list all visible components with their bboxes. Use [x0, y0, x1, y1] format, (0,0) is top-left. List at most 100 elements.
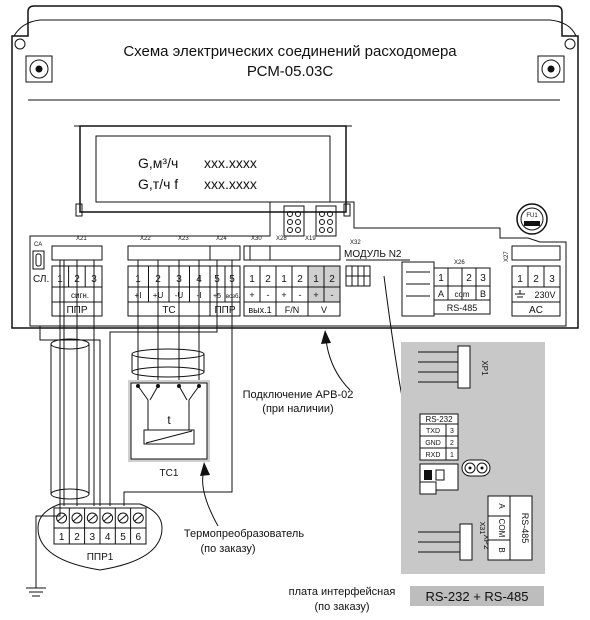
xp2-connector[interactable]: ХР2: [418, 523, 491, 561]
connector-x26[interactable]: Х26 1 2 3 A com B RS-485: [401, 260, 491, 317]
connector-x30[interactable]: Х30: [249, 236, 271, 261]
mount-hole-left: [14, 38, 26, 50]
x21-sub-label: сигн.: [71, 291, 89, 300]
x23-label: Х23: [178, 236, 189, 242]
module-n2-label: МОДУЛЬ N2: [344, 249, 402, 260]
board-rs485-title: RS-485: [520, 513, 530, 544]
fu1-label: FU1: [526, 213, 538, 219]
out-name-2: F/N: [285, 305, 300, 315]
ac-pin-1: 1: [517, 274, 523, 285]
out-pin-1: 1: [249, 274, 255, 285]
ppr1-terminal-block[interactable]: 1 2 3 4 5 6 ППР1: [37, 503, 163, 571]
interface-board[interactable]: ХР1 RS-232 TXD GND RXD 3 2 1: [401, 342, 545, 574]
ppr1-pin-5: 5: [120, 532, 126, 543]
xp1-label: ХР1: [480, 360, 489, 376]
display-row2-label: G,т/ч f: [138, 176, 178, 192]
x24-sign-2: возб.: [226, 294, 241, 300]
ppr-cable: [39, 260, 233, 506]
arv-label: Подключение АРВ-02: [243, 389, 354, 401]
main-board-outline: [29, 201, 567, 327]
x19-label: Х19: [305, 236, 316, 242]
out-pin-6: 2: [329, 274, 335, 285]
ppr1-pin-6: 6: [136, 532, 142, 543]
out-name-1: вых.1: [248, 305, 271, 315]
thermo-note: (по заказу): [200, 543, 255, 555]
x27-label: Х27: [504, 251, 510, 262]
board-badge-bg: [410, 586, 544, 606]
rs485-pin-2: 2: [466, 273, 472, 284]
diagram-title: Схема электрических соединений расходоме…: [123, 43, 457, 60]
jumper-xt1[interactable]: [461, 459, 491, 477]
connector-x28[interactable]: Х28: [276, 205, 337, 242]
display-row1-label: G,м³/ч: [138, 155, 178, 171]
out-pin-4: 2: [297, 274, 303, 285]
out-sign-6: -: [331, 290, 334, 300]
rs232-row-rxd: RXD: [426, 452, 441, 459]
module-n2[interactable]: Х32 МОДУЛЬ N2: [344, 240, 410, 287]
mount-hole-right: [564, 38, 576, 50]
thermo-arrowhead-icon: [200, 462, 210, 476]
rs232-pin-1: 1: [450, 452, 454, 459]
out-pin-3: 1: [281, 274, 287, 285]
rs232-block[interactable]: RS-232 TXD GND RXD 3 2 1: [419, 413, 459, 461]
out-pin-2: 2: [265, 274, 271, 285]
enclosure-inner-outline: [13, 19, 577, 37]
connector-x27[interactable]: Х27 1 2 3 230V AC: [504, 245, 561, 317]
board-caption-note: (по заказу): [314, 601, 369, 613]
enclosure-outline: [11, 5, 579, 329]
earth-ground-icon: [26, 506, 61, 597]
x24-group-label: ППР: [214, 305, 235, 316]
xs1-label: Х31: [478, 522, 485, 535]
ppr1-label: ППР1: [87, 552, 114, 563]
diagram-model: РСМ-05.03С: [247, 63, 334, 80]
ppr1-pin-2: 2: [74, 532, 80, 543]
board-rs485-com: COM: [497, 519, 506, 538]
board-badge: RS-232 + RS-485: [426, 589, 529, 604]
connector-tc[interactable]: Х22 Х23 1 2 3 4 +I +U -U -I ТС: [127, 236, 211, 317]
rs485-sign-com: com: [454, 290, 469, 299]
board-rs485-block[interactable]: RS-485 A COM B Х31: [478, 495, 533, 561]
ac-sub-label: 230V: [534, 290, 555, 300]
out-sign-3: +: [281, 290, 286, 300]
ppr1-pin-3: 3: [90, 532, 96, 543]
arv-arrowhead-icon: [321, 330, 331, 344]
x22-label: Х22: [140, 236, 151, 242]
lcd-display: G,м³/ч xxx.xxxx G,т/ч f xxx.xxxx: [74, 125, 352, 217]
out-sign-1: +: [249, 290, 254, 300]
connector-x24[interactable]: Х24 5 5 +5 возб. ППР: [209, 236, 241, 317]
ppr1-pin-1: 1: [59, 532, 65, 543]
ac-pin-3: 3: [549, 274, 555, 285]
ac-group-label: AC: [529, 305, 543, 316]
rs232-row-gnd: GND: [425, 440, 441, 447]
x32-label: Х32: [350, 240, 361, 246]
rs232-row-txd: TXD: [426, 428, 440, 435]
connector-outputs[interactable]: 1 2 1 2 1 2 + - + - + - вых.1 F/N V: [243, 245, 341, 317]
rs485-sign-a: A: [438, 289, 444, 299]
display-row2-value: xxx.xxxx: [204, 176, 257, 192]
switch-block[interactable]: [419, 463, 459, 495]
x26-label: Х26: [454, 260, 465, 266]
sa-switch[interactable]: СА СЛ.: [32, 242, 49, 285]
ppr1-pin-4: 4: [105, 532, 111, 543]
arv-pointer-arrow: [325, 339, 351, 391]
thermo-pointer-arrow: [202, 469, 219, 527]
xp2-label: ХР2: [482, 534, 491, 550]
connector-x19[interactable]: Х19: [305, 236, 316, 242]
x28-label: Х28: [276, 236, 287, 242]
fuse-fu1[interactable]: FU1: [516, 203, 548, 235]
sa-id-label: СА: [34, 242, 42, 248]
xp1-connector[interactable]: ХР1: [418, 345, 489, 389]
board-caption: плата интерфейсная: [289, 586, 396, 598]
out-pin-5: 1: [313, 274, 319, 285]
rs485-pin-3: 3: [480, 273, 486, 284]
board-rs485-a: A: [497, 503, 506, 509]
rs232-title: RS-232: [425, 415, 453, 424]
tc1-sensor[interactable]: t ТС1: [128, 380, 210, 479]
out-name-3: V: [321, 305, 327, 315]
ground-symbol-icon: [515, 290, 525, 298]
rs485-sign-b: B: [480, 289, 486, 299]
rs485-pin-1: 1: [438, 273, 444, 284]
board-rs485-b: B: [497, 547, 506, 552]
arv-note: (при наличии): [262, 403, 333, 415]
